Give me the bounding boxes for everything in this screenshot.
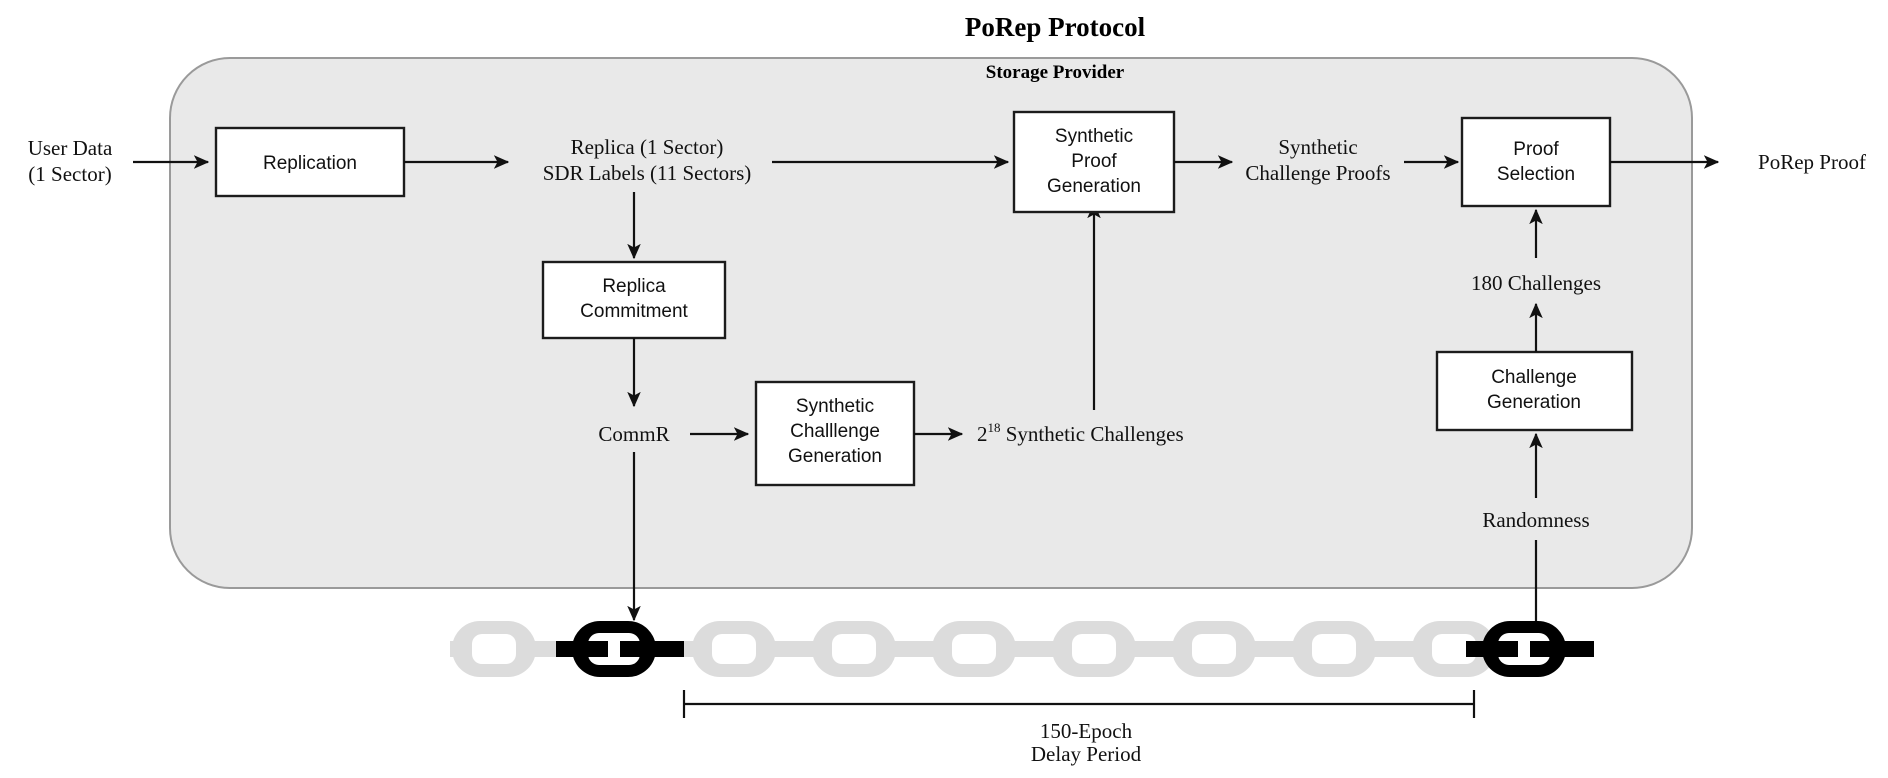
box-proof-selection-label-line1: Proof	[1513, 139, 1559, 160]
chain-link-dim-group	[452, 621, 1496, 677]
box-synthetic-proof-generation-label-line3: Generation	[1047, 176, 1141, 197]
box-challenge-generation	[1435, 350, 1634, 432]
diagram-title: PoRep Protocol	[965, 12, 1146, 42]
synthetic-challenges-rest: Synthetic Challenges	[1001, 422, 1184, 446]
chain-link-hole	[952, 634, 996, 664]
chain-link-hole	[472, 634, 516, 664]
box-proof-selection-label-line2: Selection	[1497, 164, 1575, 185]
box-replica-commitment	[541, 260, 727, 340]
box-synthetic-proof-generation-label-line1: Synthetic	[1055, 126, 1133, 147]
chain-link-highlighted-commitment	[556, 621, 684, 677]
box-synthetic-challenge-generation-label-line1: Synthetic	[796, 396, 874, 417]
box-replication	[214, 126, 406, 198]
randomness-label: Randomness	[1482, 508, 1589, 532]
user-data-label-line2: (1 Sector)	[28, 162, 111, 186]
replica-label-line2: SDR Labels (11 Sectors)	[543, 161, 752, 185]
chain-link-hole	[1072, 634, 1116, 664]
storage-provider-container	[169, 57, 1693, 589]
chain-connector-inner	[1498, 641, 1518, 657]
chain-link-hole	[712, 634, 756, 664]
synthetic-challenge-proofs-label-line2: Challenge Proofs	[1245, 161, 1390, 185]
box-proof-selection	[1460, 116, 1612, 208]
chain-link-hole	[1432, 634, 1476, 664]
synthetic-challenge-proofs-label-line1: Synthetic	[1278, 135, 1357, 159]
chain-link-highlighted-randomness	[1466, 621, 1594, 677]
delay-period-label-line2: Delay Period	[1031, 742, 1142, 766]
chain-connector-inner	[620, 641, 640, 657]
delay-period-label-line1: 150-Epoch	[1040, 719, 1133, 743]
box-replica-commitment-label-line2: Commitment	[580, 301, 688, 322]
replica-label-line1: Replica (1 Sector)	[571, 135, 724, 159]
box-synthetic-proof-generation	[1012, 110, 1176, 214]
chain-link-hole	[1192, 634, 1236, 664]
synthetic-challenges-label: 218 Synthetic Challenges	[977, 420, 1184, 446]
box-replica-commitment-label-line1: Replica	[602, 276, 666, 297]
box-synthetic-challenge-generation-label-line3: Generation	[788, 446, 882, 467]
synthetic-challenges-base: 2	[977, 422, 988, 446]
chain-connector-inner	[588, 641, 608, 657]
box-synthetic-proof-generation-label-line2: Proof	[1071, 151, 1117, 172]
storage-provider-label: Storage Provider	[986, 62, 1125, 83]
blockchain-chain	[450, 621, 1594, 677]
box-synthetic-challenge-generation	[754, 380, 916, 487]
chain-link-hole	[1312, 634, 1356, 664]
user-data-label-line1: User Data	[28, 136, 113, 160]
synthetic-challenges-exponent: 18	[988, 420, 1001, 435]
porep-proof-label: PoRep Proof	[1758, 150, 1866, 174]
chain-link-hole	[832, 634, 876, 664]
box-synthetic-challenge-generation-label-line2: Challlenge	[790, 421, 880, 442]
box-challenge-generation-label-line1: Challenge	[1491, 367, 1577, 388]
challenges-180-label: 180 Challenges	[1471, 271, 1601, 295]
delay-period-bracket: 150-Epoch Delay Period	[682, 690, 1476, 766]
chain-connector-inner	[1530, 641, 1550, 657]
box-challenge-generation-label-line2: Generation	[1487, 392, 1581, 413]
box-replication-label: Replication	[263, 153, 357, 174]
commr-label: CommR	[598, 422, 669, 446]
